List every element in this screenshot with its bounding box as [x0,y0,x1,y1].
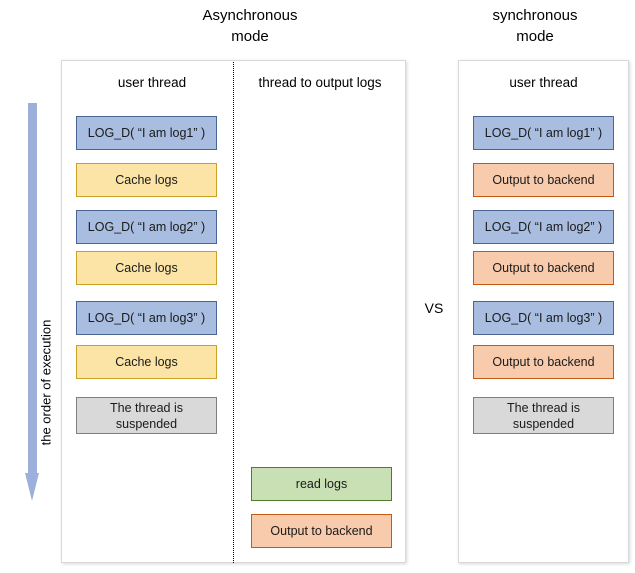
sync-step-thread-suspended[interactable]: The thread is suspended [473,397,614,434]
async-step-log3[interactable]: LOG_D( “I am log3” ) [76,301,217,335]
versus-label: VS [424,300,444,316]
async-step-log1[interactable]: LOG_D( “I am log1” ) [76,116,217,150]
execution-order-arrow-icon: the order of execution [25,103,54,503]
sync-step-output-2[interactable]: Output to backend [473,251,614,285]
async-output-logs-column-header: thread to output logs [258,75,382,90]
sync-step-output-1[interactable]: Output to backend [473,163,614,197]
async-step-cache-1[interactable]: Cache logs [76,163,217,197]
async-step-output-to-backend[interactable]: Output to backend [251,514,392,548]
sync-mode-title: synchronous mode [492,7,578,45]
asynchronous-mode-panel: user thread thread to output logs LOG_D(… [61,60,406,563]
async-user-thread-column-header: user thread [117,75,187,90]
async-step-read-logs[interactable]: read logs [251,467,392,501]
execution-order-label: the order of execution [38,319,54,446]
async-step-cache-3[interactable]: Cache logs [76,345,217,379]
async-mode-title: Asynchronous mode [202,7,298,45]
async-step-log2[interactable]: LOG_D( “I am log2” ) [76,210,217,244]
arrow-shaft [28,103,37,475]
sync-step-log3[interactable]: LOG_D( “I am log3” ) [473,301,614,335]
sync-step-output-3[interactable]: Output to backend [473,345,614,379]
sync-step-log2[interactable]: LOG_D( “I am log2” ) [473,210,614,244]
async-step-thread-suspended[interactable]: The thread is suspended [76,397,217,434]
thread-divider [233,62,234,563]
arrow-head [25,473,39,501]
sync-user-thread-column-header: user thread [509,75,578,90]
sync-step-log1[interactable]: LOG_D( “I am log1” ) [473,116,614,150]
synchronous-mode-panel: user thread LOG_D( “I am log1” ) Output … [458,60,629,563]
async-step-cache-2[interactable]: Cache logs [76,251,217,285]
